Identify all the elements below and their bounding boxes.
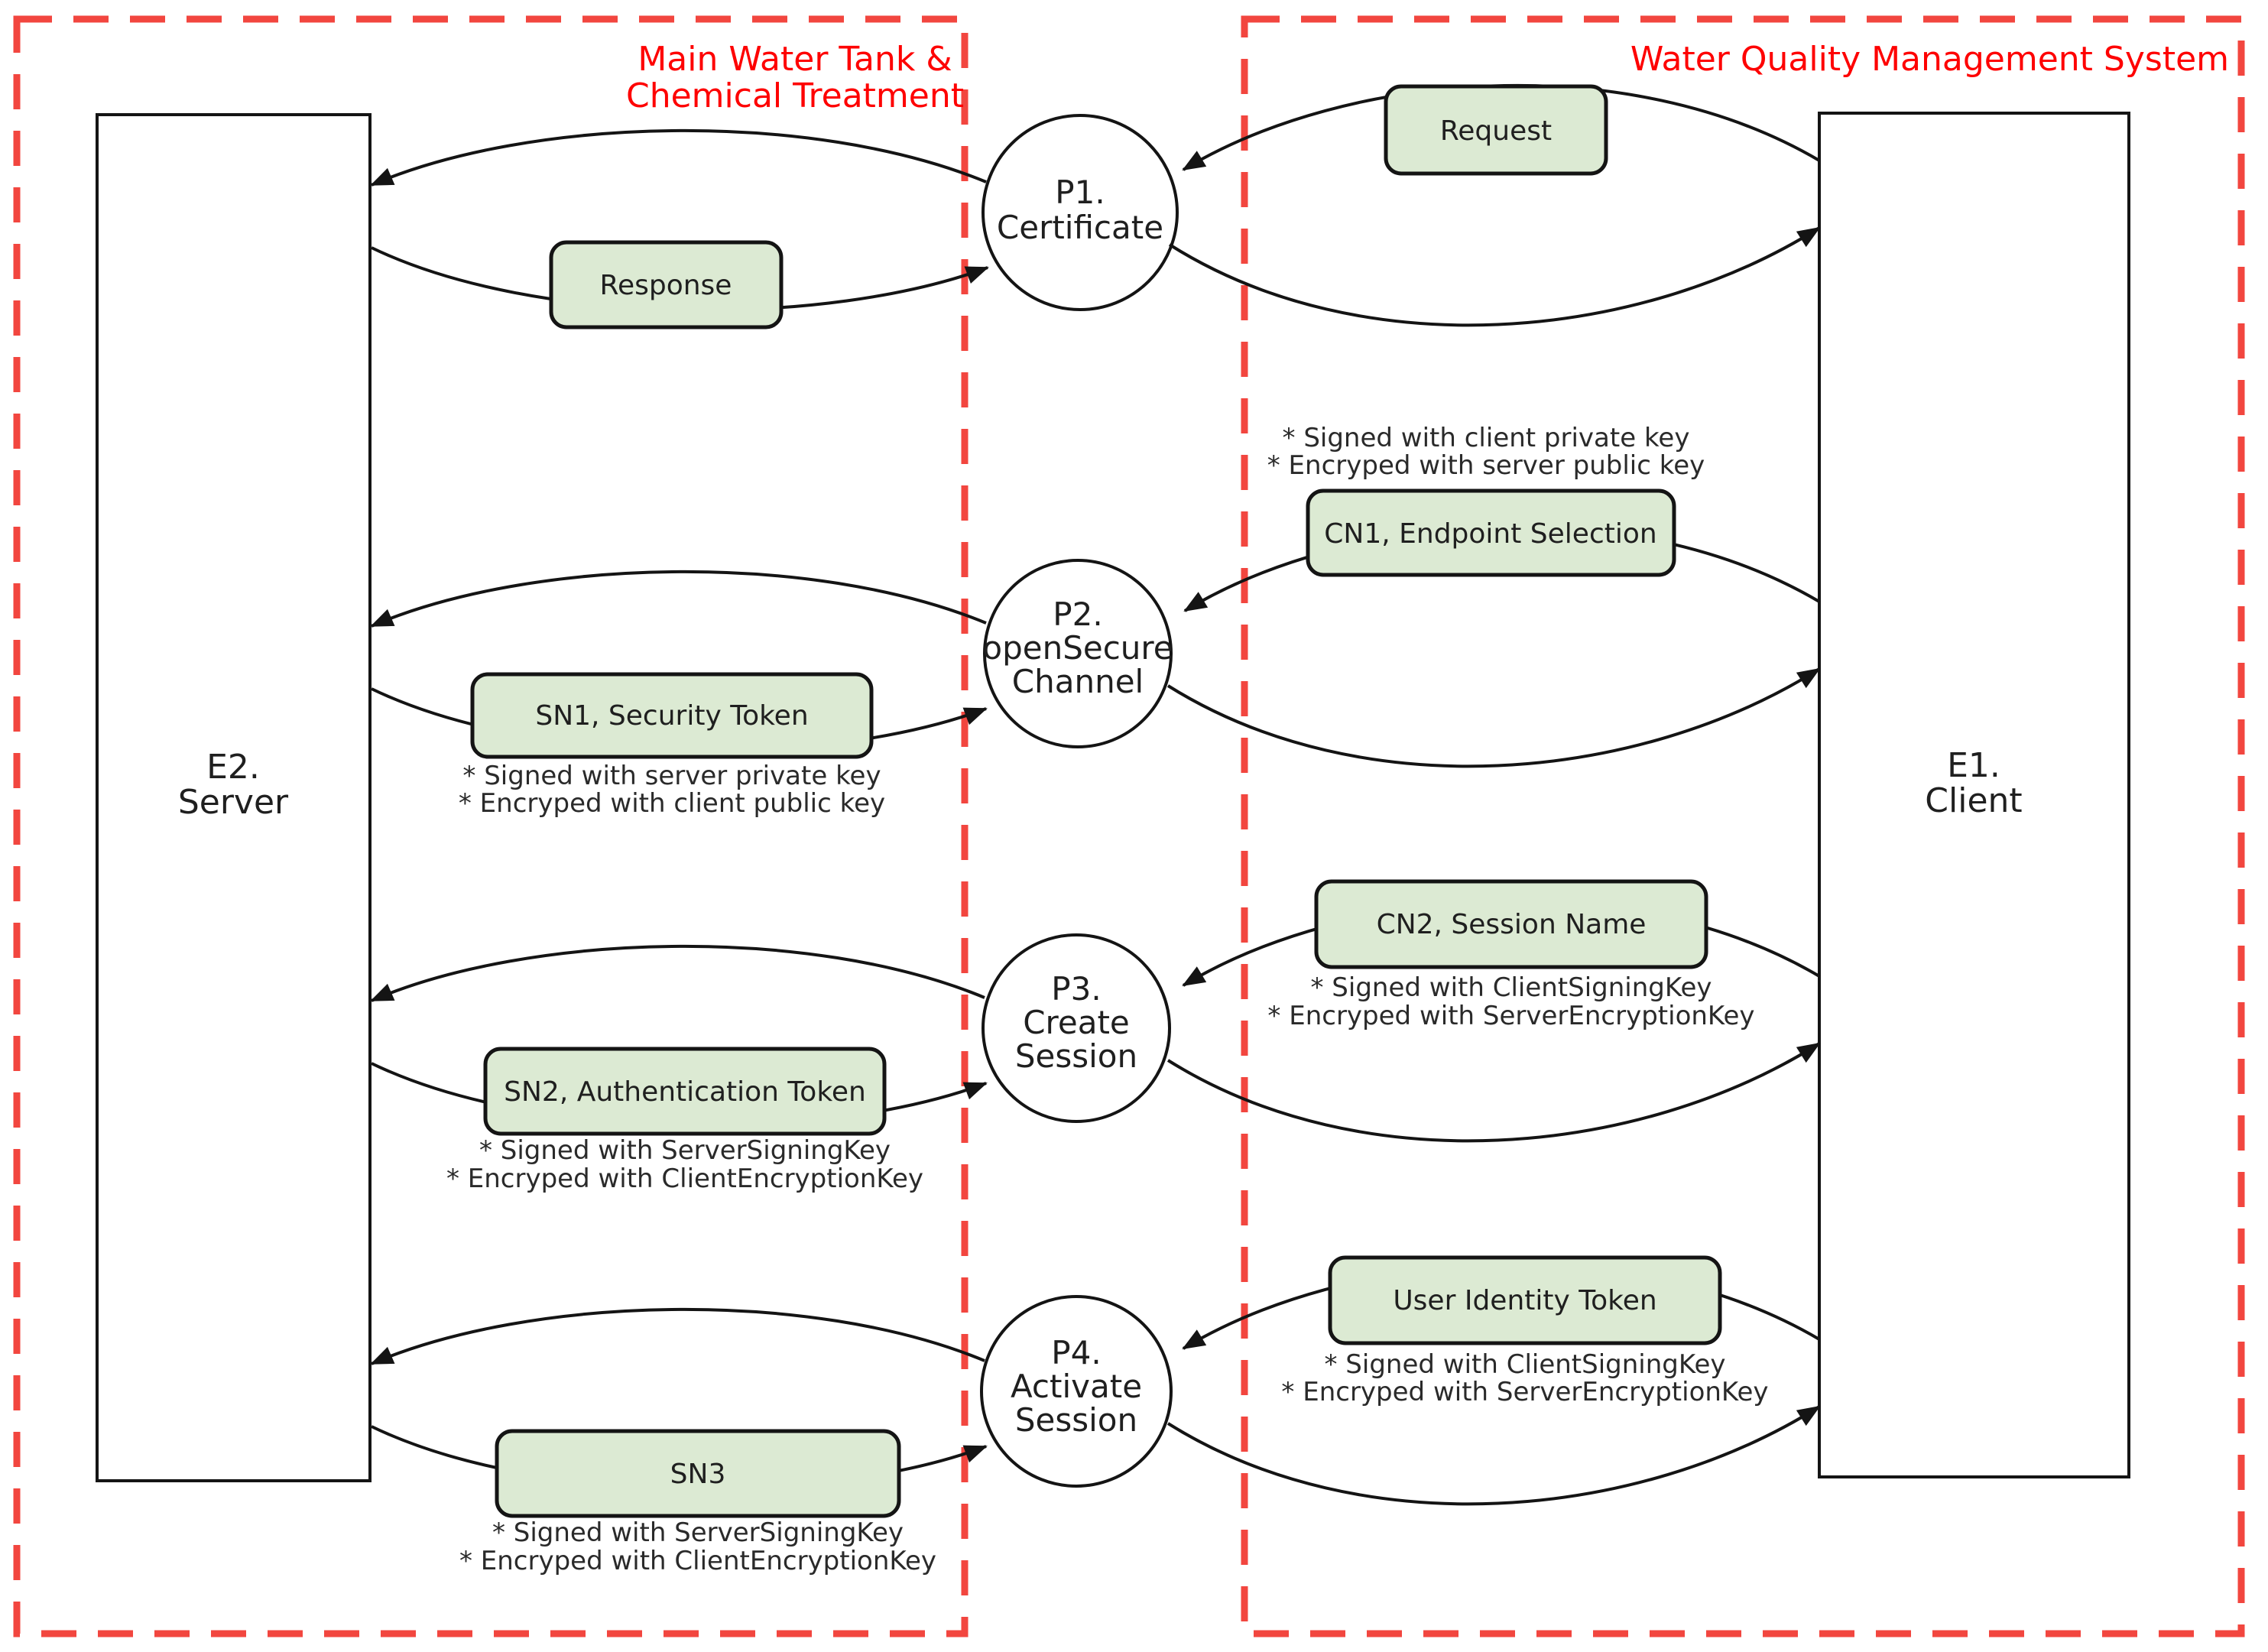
message-sn1-label: SN1, Security Token xyxy=(535,700,808,732)
arrow-p2-to-client xyxy=(1166,667,1821,768)
message-user-identity-token-box xyxy=(1328,1255,1722,1345)
message-sn2-box xyxy=(483,1047,887,1136)
cn1-note-encrypted: * Encryped with server public key xyxy=(1267,450,1705,481)
sn3-note-signed: * Signed with ServerSigningKey xyxy=(492,1517,904,1548)
message-user-identity-token-label: User Identity Token xyxy=(1393,1285,1656,1316)
message-sn3-label: SN3 xyxy=(670,1459,726,1490)
cn2-note-encrypted: * Encryped with ServerEncryptionKey xyxy=(1267,1001,1754,1031)
p3-label-line1: P3. xyxy=(1051,970,1101,1008)
zone-left-title-line1: Main Water Tank & xyxy=(638,40,952,79)
zone-main-water-tank-border xyxy=(13,15,969,1637)
cn1-note-signed: * Signed with client private key xyxy=(1283,423,1690,453)
process-p3-create-session xyxy=(982,933,1171,1123)
sn1-note-signed: * Signed with server private key xyxy=(462,761,881,791)
p1-label-line1: P1. xyxy=(1055,174,1105,211)
process-p1-certificate xyxy=(982,114,1179,311)
zone-left-title-line2: Chemical Treatment xyxy=(626,76,964,115)
client-label-line1: E1. xyxy=(1947,746,2000,785)
p2-label-line3: Channel xyxy=(1012,663,1144,700)
p4-label-line2: Activate xyxy=(1011,1368,1142,1405)
arrow-p4-to-server xyxy=(370,1307,985,1365)
server-label-line1: E2. xyxy=(206,748,260,787)
arrow-p1-to-server xyxy=(370,128,987,187)
server-entity-box xyxy=(96,113,372,1482)
message-response-label: Response xyxy=(600,270,732,301)
p4-label-line1: P4. xyxy=(1051,1334,1101,1371)
server-label-line2: Server xyxy=(178,783,289,822)
cn2-note-signed: * Signed with ClientSigningKey xyxy=(1310,972,1712,1003)
sn1-note-encrypted: * Encryped with client public key xyxy=(459,788,885,819)
message-request-label: Request xyxy=(1440,115,1552,147)
arrow-p2-to-server xyxy=(370,570,987,628)
message-cn1-label: CN1, Endpoint Selection xyxy=(1324,518,1656,550)
message-sn2-label: SN2, Authentication Token xyxy=(504,1076,866,1108)
arrow-p3-to-server xyxy=(370,944,985,1002)
sn2-note-encrypted: * Encryped with ClientEncryptionKey xyxy=(446,1164,923,1194)
arrow-p1-to-client xyxy=(1168,226,1821,327)
message-sn1-box xyxy=(470,672,874,759)
p2-label-line1: P2. xyxy=(1053,596,1102,633)
p2-label-line2: openSecure xyxy=(982,629,1173,667)
message-cn1-box xyxy=(1306,488,1676,577)
p1-label-line2: Certificate xyxy=(997,209,1163,246)
message-cn2-box xyxy=(1314,879,1708,969)
zone-right-title: Water Quality Management System xyxy=(1630,40,2229,79)
sn2-note-signed: * Signed with ServerSigningKey xyxy=(479,1135,891,1166)
zone-water-quality-border xyxy=(1241,15,2245,1637)
client-label-line2: Client xyxy=(1925,781,2022,820)
p4-label-line3: Session xyxy=(1015,1401,1137,1439)
process-p4-activate-session xyxy=(980,1295,1173,1488)
message-cn2-label: CN2, Session Name xyxy=(1377,909,1647,940)
arrow-p4-to-client xyxy=(1166,1405,1821,1506)
sn3-note-encrypted: * Encryped with ClientEncryptionKey xyxy=(459,1546,936,1576)
message-response-box xyxy=(549,240,784,329)
client-entity-box xyxy=(1818,112,2130,1478)
p3-label-line3: Session xyxy=(1015,1037,1137,1075)
uit-note-encrypted: * Encryped with ServerEncryptionKey xyxy=(1281,1377,1768,1407)
process-p2-open-secure-channel xyxy=(983,559,1173,748)
message-sn3-box xyxy=(495,1429,901,1518)
message-request-box xyxy=(1384,84,1608,176)
p3-label-line2: Create xyxy=(1023,1004,1130,1041)
uit-note-signed: * Signed with ClientSigningKey xyxy=(1324,1349,1725,1380)
arrow-p3-to-client xyxy=(1166,1042,1821,1143)
